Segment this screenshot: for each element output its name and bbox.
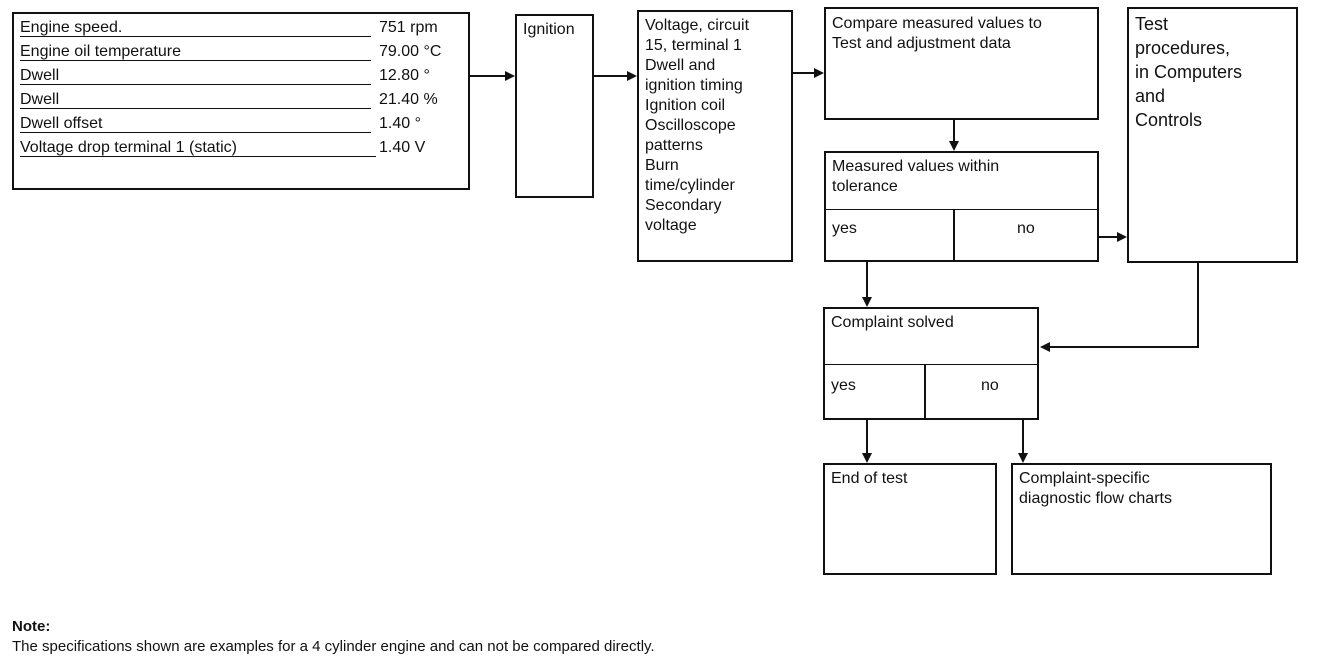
- procedures-line: and: [1135, 86, 1166, 106]
- compare-line: Compare measured values to: [832, 15, 1042, 32]
- procedures-line: in Computers: [1135, 62, 1243, 82]
- connector-yes-complaint: [866, 262, 868, 298]
- tests-line: Secondary: [645, 197, 722, 214]
- compare-line: Test and adjustment data: [832, 35, 1011, 52]
- tolerance-line: tolerance: [832, 178, 898, 195]
- end-of-test-label: End of test: [831, 470, 908, 487]
- tests-line: Voltage, circuit: [645, 17, 750, 34]
- complaint-yes: yes: [831, 377, 856, 394]
- spec-label: Engine speed.: [20, 19, 123, 36]
- connector-procedures-down: [1197, 263, 1199, 348]
- connector-tests-compare: [793, 72, 815, 74]
- arrowhead-down-icon: [1018, 453, 1028, 463]
- tests-line: time/cylinder: [645, 177, 735, 194]
- tests-box: [637, 10, 793, 262]
- tests-line: 15, terminal 1: [645, 37, 742, 54]
- spec-underline: [20, 156, 376, 157]
- compare-text: Compare measured values to Test and adjus…: [832, 14, 1042, 54]
- spec-label: Engine oil temperature: [20, 43, 181, 60]
- spec-label: Dwell: [20, 91, 60, 108]
- spec-table-box: [12, 12, 470, 190]
- ignition-box: [515, 14, 594, 198]
- tolerance-split: [953, 209, 955, 262]
- spec-value: 12.80 °: [379, 67, 430, 84]
- note-text: The specifications shown are examples fo…: [12, 638, 655, 655]
- test-procedures-box: [1127, 7, 1298, 263]
- tolerance-text: Measured values within tolerance: [832, 157, 999, 197]
- tolerance-no: no: [1017, 220, 1035, 237]
- spec-label: Dwell offset: [20, 115, 103, 132]
- flowcharts-box: [1011, 463, 1272, 575]
- procedures-line: procedures,: [1135, 38, 1231, 58]
- arrowhead-down-icon: [862, 453, 872, 463]
- tolerance-box: [824, 151, 1099, 262]
- arrowhead-right-icon: [505, 71, 515, 81]
- ignition-label: Ignition: [523, 21, 575, 38]
- spec-value: 79.00 °C: [379, 43, 442, 60]
- spec-value: 751 rpm: [379, 19, 438, 36]
- complaint-label: Complaint solved: [831, 314, 954, 331]
- complaint-no: no: [981, 377, 999, 394]
- spec-label: Voltage drop terminal 1 (static): [20, 139, 237, 156]
- spec-value: 21.40 %: [379, 91, 438, 108]
- tests-line: Oscilloscope: [645, 117, 736, 134]
- arrowhead-right-icon: [814, 68, 824, 78]
- arrowhead-down-icon: [949, 141, 959, 151]
- arrowhead-right-icon: [627, 71, 637, 81]
- arrowhead-right-icon: [1117, 232, 1127, 242]
- spec-underline: [20, 36, 371, 37]
- arrowhead-down-icon: [862, 297, 872, 307]
- procedures-line: Test: [1135, 14, 1169, 34]
- connector-yes-end: [866, 420, 868, 454]
- tolerance-divider: [824, 209, 1099, 210]
- flowcharts-line: diagnostic flow charts: [1019, 490, 1172, 507]
- flowcharts-line: Complaint-specific: [1019, 470, 1150, 487]
- complaint-divider: [823, 364, 1039, 365]
- tests-line: ignition timing: [645, 77, 743, 94]
- tolerance-line: Measured values within: [832, 158, 1000, 175]
- connector-compare-tolerance: [953, 120, 955, 142]
- complaint-split: [924, 364, 926, 420]
- spec-underline: [20, 60, 371, 61]
- connector-no-procedures: [1099, 236, 1118, 238]
- spec-label: Dwell: [20, 67, 60, 84]
- spec-value: 1.40 V: [379, 139, 426, 156]
- connector-no-flowcharts: [1022, 420, 1024, 454]
- spec-value: 1.40 °: [379, 115, 421, 132]
- tests-line: Burn: [645, 157, 679, 174]
- compare-box: [824, 7, 1099, 120]
- connector-procedures-complaint: [1050, 346, 1199, 348]
- note-title: Note:: [12, 618, 51, 635]
- tolerance-yes: yes: [832, 220, 857, 237]
- spec-underline: [20, 108, 371, 109]
- tests-line: Dwell and: [645, 57, 716, 74]
- spec-underline: [20, 132, 371, 133]
- tests-line: Ignition coil: [645, 97, 726, 114]
- connector-ignition-tests: [594, 75, 628, 77]
- tests-list: Voltage, circuit 15, terminal 1 Dwell and i…: [645, 16, 749, 236]
- complaint-box: [823, 307, 1039, 420]
- tests-line: patterns: [645, 137, 703, 154]
- arrowhead-left-icon: [1040, 342, 1050, 352]
- tests-line: voltage: [645, 217, 697, 234]
- flowcharts-text: Complaint-specific diagnostic flow charts: [1019, 469, 1172, 509]
- connector-spec-ignition: [470, 75, 506, 77]
- end-of-test-box: [823, 463, 997, 575]
- procedures-line: Controls: [1135, 110, 1203, 130]
- spec-underline: [20, 84, 371, 85]
